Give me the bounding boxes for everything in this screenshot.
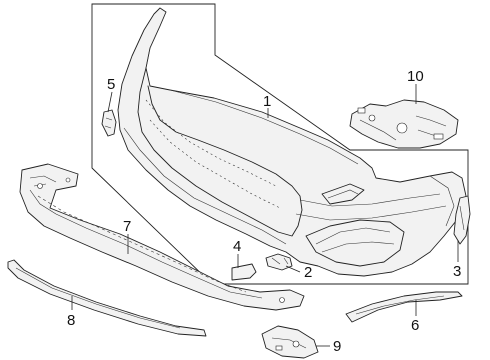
callout-5: 5 [107, 76, 115, 93]
leader-line-2 [285, 265, 301, 273]
clip-part-2 [265, 253, 293, 271]
insert-part-3 [453, 195, 471, 245]
callout-1: 1 [263, 93, 271, 110]
absorber-part-7 [19, 163, 305, 311]
bracket-part-5 [101, 109, 117, 137]
bumper-cover-part [117, 7, 467, 277]
callout-3: 3 [453, 263, 461, 280]
side-bracket-part-10 [349, 99, 459, 149]
assembly-box-outline [91, 3, 469, 285]
lower-bracket-part-9 [261, 325, 319, 359]
callout-9: 9 [333, 338, 341, 355]
callout-4: 4 [233, 238, 241, 255]
moulding-part-6 [345, 291, 463, 323]
leader-line-5 [107, 91, 113, 113]
callout-8: 8 [67, 312, 75, 329]
callout-6: 6 [411, 317, 419, 334]
cover-part-4 [231, 263, 257, 281]
callout-10: 10 [407, 68, 424, 85]
trim-strip-part-8 [7, 259, 207, 337]
callout-7: 7 [123, 218, 131, 235]
callout-2: 2 [304, 264, 312, 281]
